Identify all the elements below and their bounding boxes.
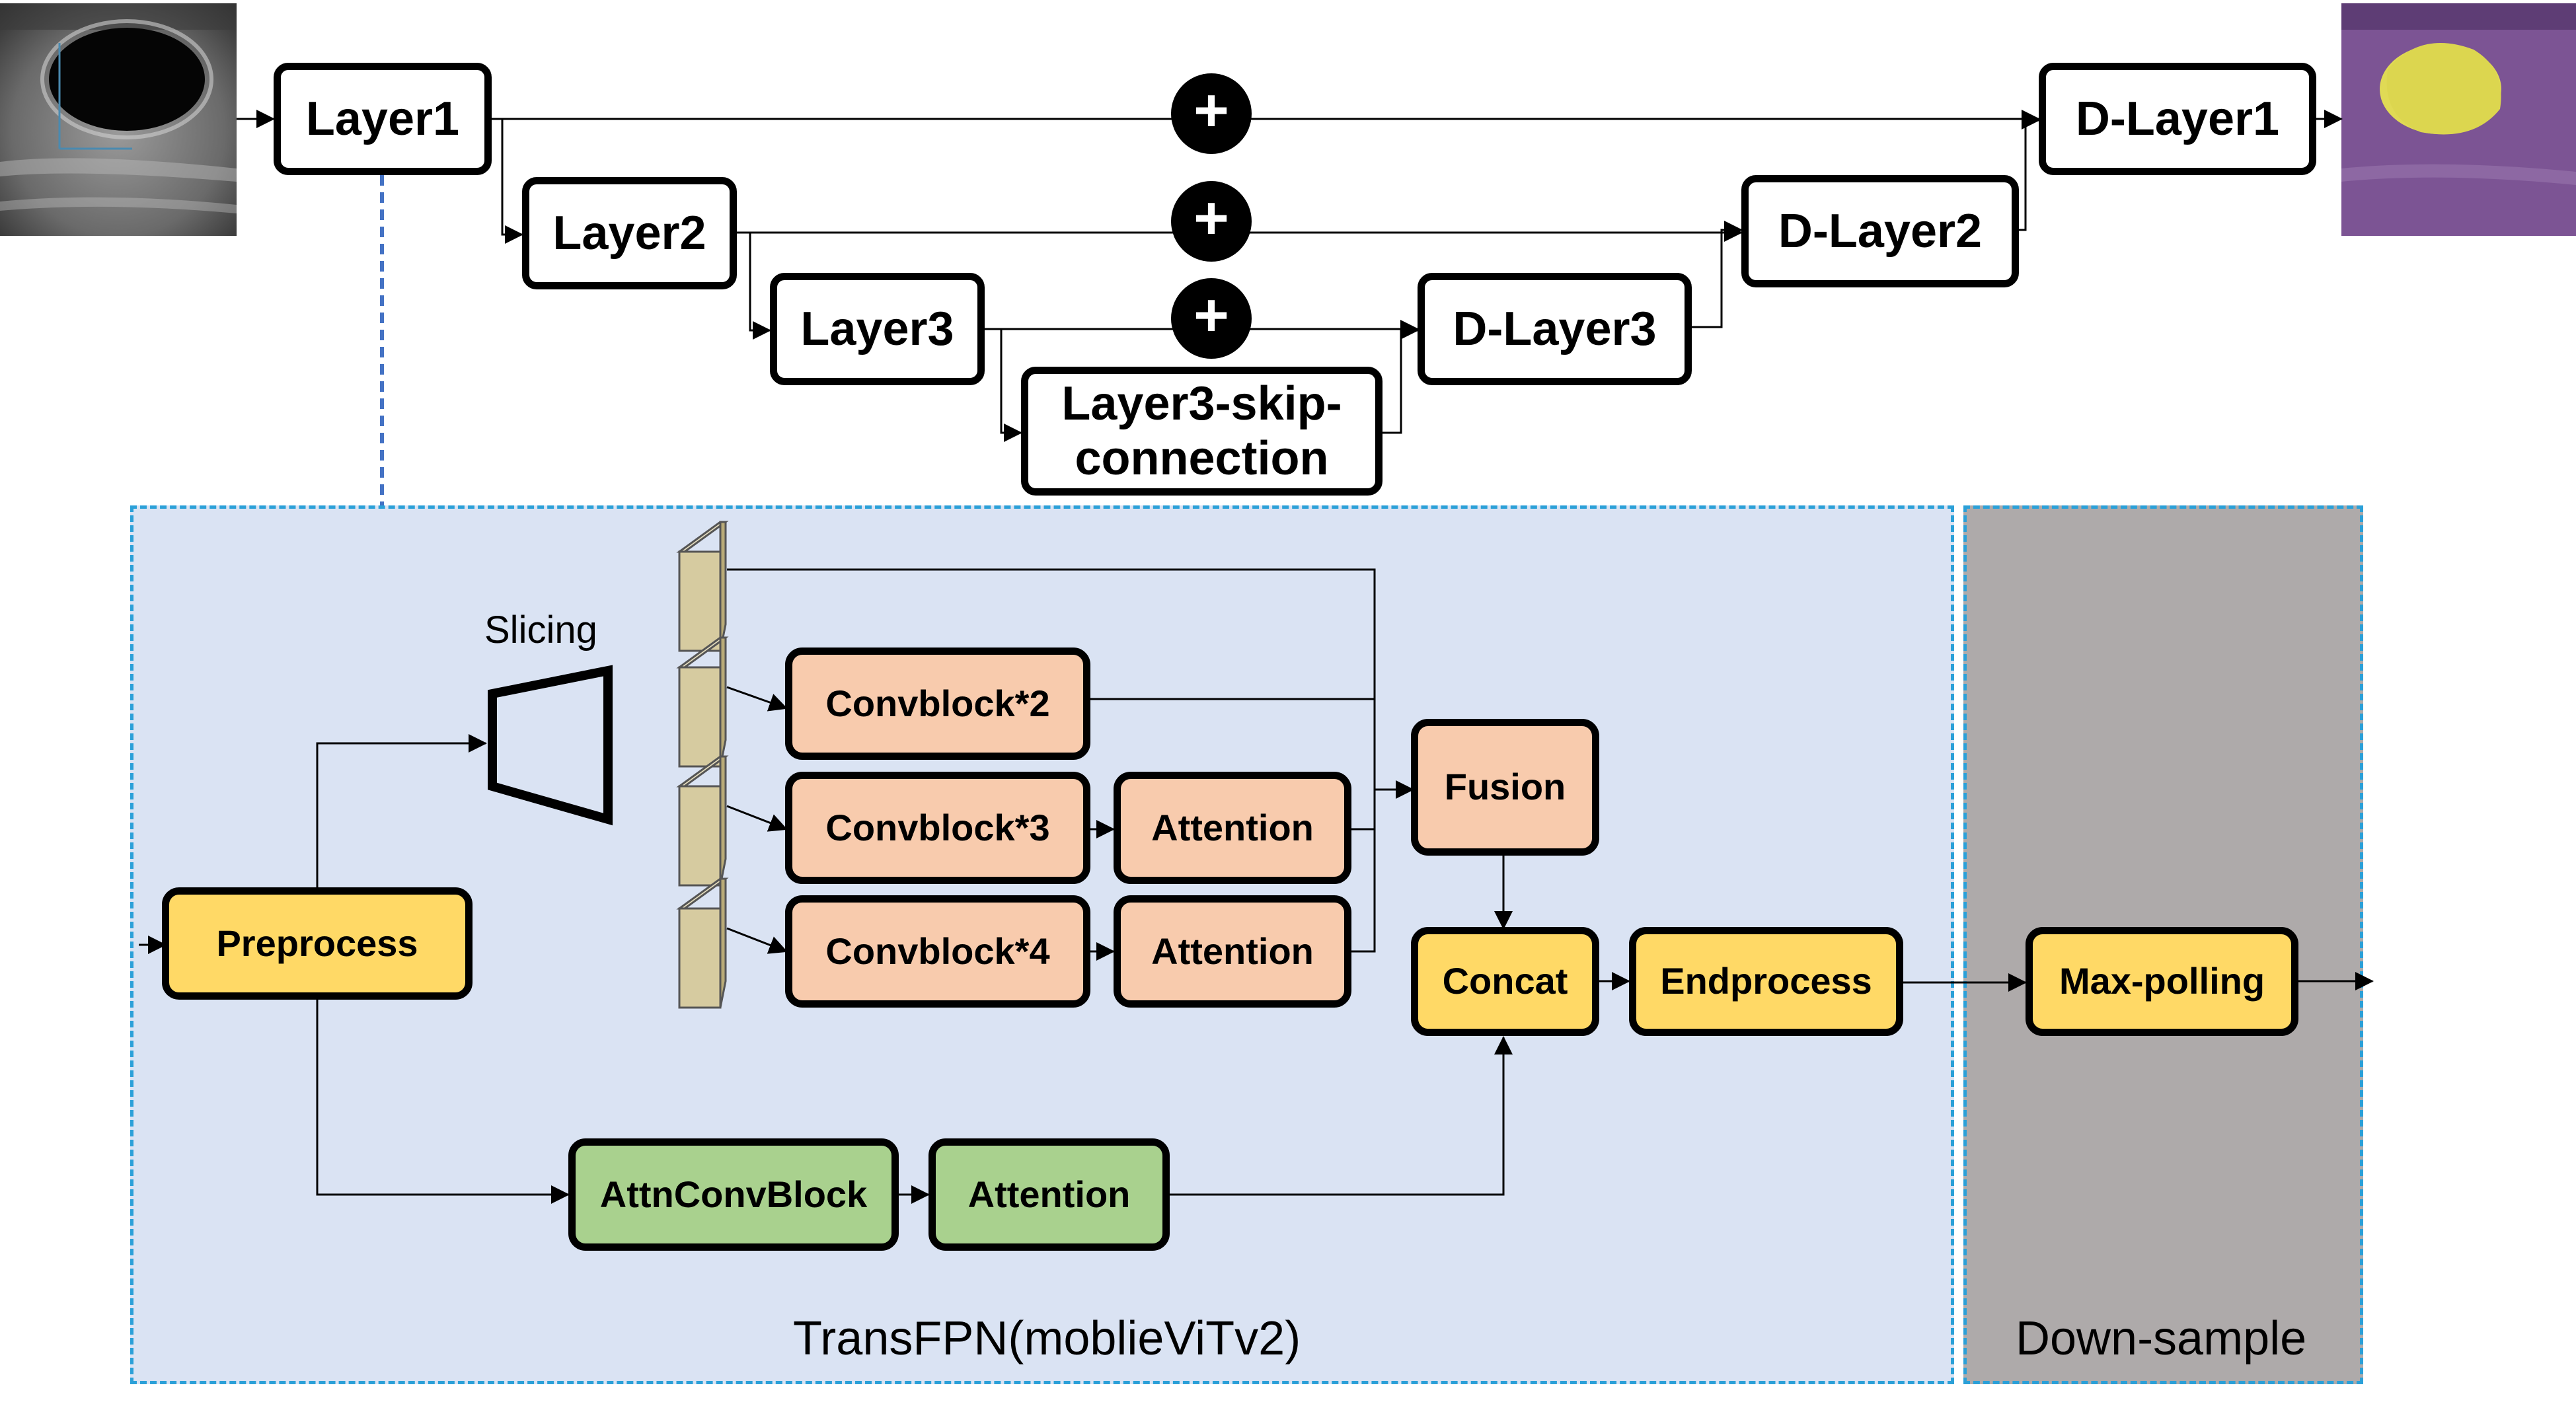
slicing-trapezoid-icon xyxy=(488,665,613,826)
feature-slice-1 xyxy=(676,521,729,652)
d-layer1-box: D-Layer1 xyxy=(2039,63,2316,175)
concat-box: Concat xyxy=(1411,927,1599,1036)
input-ultrasound-image xyxy=(0,3,237,236)
output-segmentation-image xyxy=(2341,3,2576,236)
add-symbol-1: + xyxy=(1193,77,1229,144)
add-circle-1-icon: + xyxy=(1171,73,1252,154)
add-symbol-2: + xyxy=(1193,184,1229,252)
preprocess-box: Preprocess xyxy=(162,887,473,1000)
layer2-box: Layer2 xyxy=(522,177,737,289)
feature-slices xyxy=(676,521,729,1009)
feature-slice-4 xyxy=(676,877,729,1009)
transfpn-caption: TransFPN(moblieViTv2) xyxy=(793,1312,1301,1365)
convblock2-box: Convblock*2 xyxy=(785,648,1090,760)
layer1-box: Layer1 xyxy=(274,63,492,175)
feature-slice-3 xyxy=(676,755,729,887)
skip-line2: connection xyxy=(1075,431,1329,485)
attnconvblock-box: AttnConvBlock xyxy=(568,1138,899,1251)
endprocess-box: Endprocess xyxy=(1629,927,1903,1036)
attention-box-a: Attention xyxy=(1114,772,1351,884)
feature-slice-2 xyxy=(676,636,729,768)
attention-box-b: Attention xyxy=(1114,895,1351,1008)
convblock4-box: Convblock*4 xyxy=(785,895,1090,1008)
fusion-box: Fusion xyxy=(1411,719,1599,856)
add-circle-3-icon: + xyxy=(1171,278,1252,359)
attention-box-c: Attention xyxy=(928,1138,1170,1251)
d-layer3-box: D-Layer3 xyxy=(1418,273,1692,385)
downsample-caption: Down-sample xyxy=(2016,1312,2307,1365)
d-layer2-box: D-Layer2 xyxy=(1741,175,2019,287)
slicing-label: Slicing xyxy=(484,609,597,651)
layer3-skip-connection-box: Layer3-skip- connection xyxy=(1021,367,1383,496)
add-circle-2-icon: + xyxy=(1171,181,1252,262)
add-symbol-3: + xyxy=(1193,281,1229,349)
max-polling-box: Max-polling xyxy=(2026,927,2298,1036)
convblock3-box: Convblock*3 xyxy=(785,772,1090,884)
layer3-box: Layer3 xyxy=(770,273,985,385)
skip-line1: Layer3-skip- xyxy=(1061,377,1342,430)
